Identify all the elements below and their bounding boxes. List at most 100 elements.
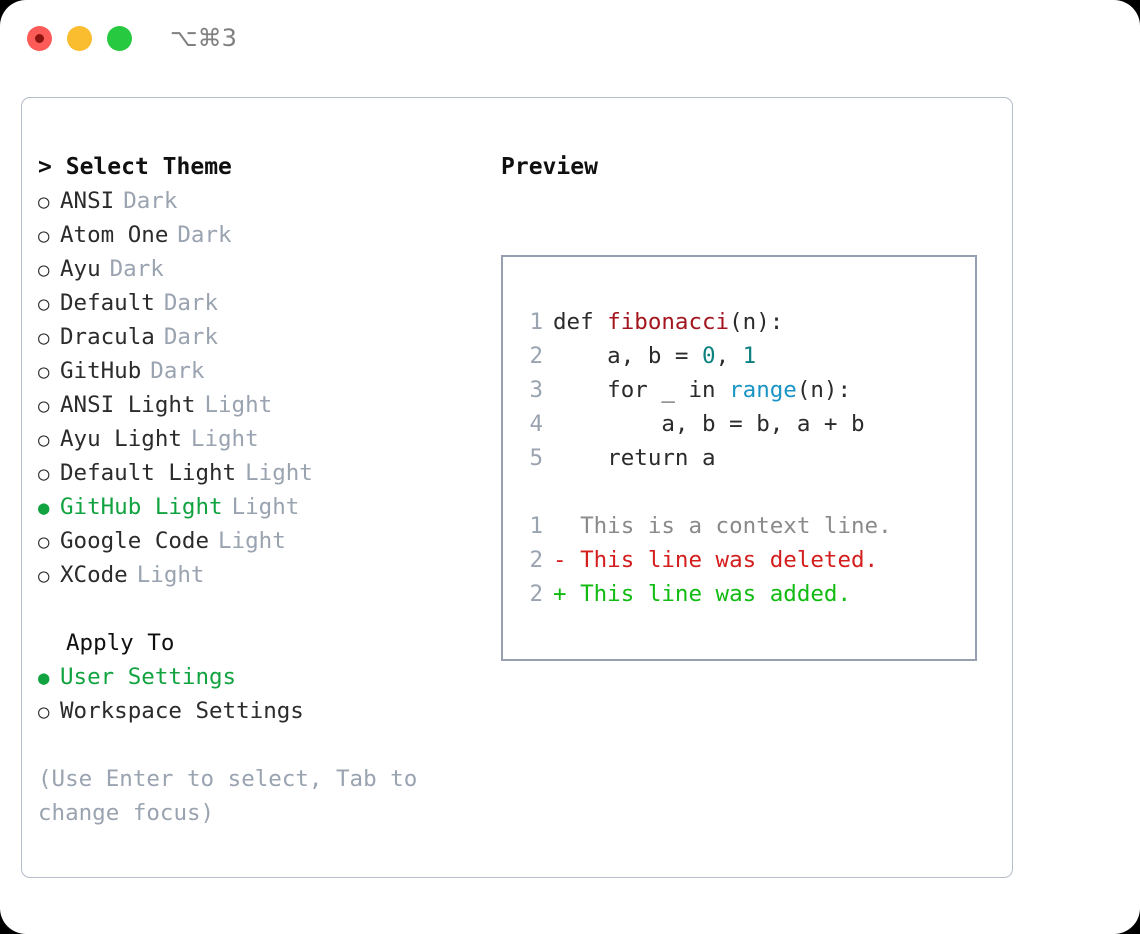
theme-variant-tag: Dark (123, 188, 178, 214)
line-number: 2 (529, 343, 543, 369)
apply-to-title: Apply To (66, 630, 175, 656)
radio-unselected-icon: ○ (38, 361, 50, 383)
theme-list-item[interactable]: ○ ANSI Light Light (38, 388, 478, 422)
theme-list-item[interactable]: ○ Dracula Dark (38, 320, 478, 354)
code-token-num: 1 (742, 343, 757, 369)
preview-title: Preview (501, 154, 598, 180)
theme-variant-tag: Light (136, 562, 205, 588)
theme-variant-tag: Light (190, 426, 259, 452)
close-button[interactable] (27, 26, 52, 51)
code-token-plain: for _ in (553, 377, 730, 403)
theme-name: GitHub (60, 358, 142, 384)
theme-variant-tag: Light (204, 392, 273, 418)
diff-context-text: This is a context line. (553, 513, 892, 539)
select-theme-header: > Select Theme (38, 150, 478, 184)
apply-to-list: ● User Settings ○ Workspace Settings (38, 660, 478, 728)
list-spacer (38, 592, 478, 626)
theme-name: Dracula (60, 324, 155, 350)
diff-line: 2- This line was deleted. (521, 543, 892, 577)
code-token-builtin: range (729, 377, 797, 403)
theme-name: Google Code (60, 528, 210, 554)
diff-line: 1 This is a context line. (521, 509, 892, 543)
theme-name: ANSI Light (60, 392, 196, 418)
window-title-shortcut: ⌥⌘3 (170, 24, 237, 52)
code-diff-separator (521, 475, 892, 509)
theme-name: Default Light (60, 460, 237, 486)
theme-list-item[interactable]: ○ XCode Light (38, 558, 478, 592)
line-number: 2 (529, 581, 543, 607)
theme-list-item[interactable]: ○ Google Code Light (38, 524, 478, 558)
line-number: 4 (529, 411, 543, 437)
theme-name: Ayu (60, 256, 101, 282)
apply-to-header: Apply To (38, 626, 478, 660)
code-token-plain: , (715, 343, 743, 369)
keyboard-hint: (Use Enter to select, Tab to change focu… (38, 766, 418, 826)
apply-to-option-label: Workspace Settings (60, 698, 304, 724)
code-token-plain: def (553, 309, 608, 335)
apply-to-option[interactable]: ● User Settings (38, 660, 478, 694)
code-token-plain: a, b = (553, 343, 703, 369)
radio-unselected-icon: ○ (38, 395, 50, 417)
radio-unselected-icon: ○ (38, 463, 50, 485)
diff-line: 2+ This line was added. (521, 577, 892, 611)
theme-variant-tag: Light (231, 494, 300, 520)
code-line: 2 a, b = 0, 1 (521, 339, 892, 373)
code-line: 3 for _ in range(n): (521, 373, 892, 407)
theme-variant-tag: Dark (163, 324, 219, 350)
code-token-plain: a, b = b, a + b (553, 411, 865, 437)
caret-icon: > (38, 154, 52, 180)
theme-list-item[interactable]: ○ Atom One Dark (38, 218, 478, 252)
radio-unselected-icon: ○ (38, 225, 50, 247)
code-line: 4 a, b = b, a + b (521, 407, 892, 441)
theme-variant-tag: Dark (163, 290, 219, 316)
code-token-plain: (n): (729, 309, 784, 335)
radio-unselected-icon: ○ (38, 259, 50, 281)
theme-name: XCode (60, 562, 128, 588)
theme-list-item[interactable]: ○ Default Dark (38, 286, 478, 320)
radio-unselected-icon: ○ (38, 701, 50, 723)
theme-variant-tag: Light (218, 528, 286, 554)
radio-unselected-icon: ○ (38, 429, 50, 451)
radio-unselected-icon: ○ (38, 293, 50, 315)
theme-name: Default (60, 290, 155, 316)
line-number: 1 (529, 513, 543, 539)
minimize-button[interactable] (67, 26, 92, 51)
theme-variant-tag: Light (245, 460, 313, 486)
theme-name: GitHub Light (60, 494, 223, 520)
close-icon (35, 34, 44, 43)
theme-variant-tag: Dark (109, 256, 164, 282)
theme-list-item[interactable]: ○ Default Light Light (38, 456, 478, 490)
code-token-plain: (n): (796, 377, 852, 403)
theme-variant-tag: Dark (177, 222, 232, 248)
diff-deleted-text: - This line was deleted. (553, 547, 879, 573)
radio-selected-icon: ● (38, 667, 50, 689)
radio-unselected-icon: ○ (38, 565, 50, 587)
line-number: 1 (529, 309, 543, 335)
select-theme-title: Select Theme (65, 154, 232, 180)
theme-list-item[interactable]: ● GitHub Light Light (38, 490, 478, 524)
radio-selected-icon: ● (38, 497, 50, 519)
theme-list-item[interactable]: ○ Ayu Dark (38, 252, 478, 286)
code-line: 5 return a (521, 441, 892, 475)
apply-to-option[interactable]: ○ Workspace Settings (38, 694, 478, 728)
zoom-button[interactable] (107, 26, 132, 51)
theme-list-item[interactable]: ○ GitHub Dark (38, 354, 478, 388)
apply-to-option-label: User Settings (60, 664, 237, 690)
theme-list-item[interactable]: ○ Ayu Light Light (38, 422, 478, 456)
theme-name: Atom One (60, 222, 169, 248)
radio-unselected-icon: ○ (38, 327, 50, 349)
line-number: 3 (529, 377, 543, 403)
theme-name: Ayu Light (60, 426, 182, 452)
radio-unselected-icon: ○ (38, 531, 50, 553)
theme-variant-tag: Dark (150, 358, 205, 384)
code-token-plain: return a (553, 445, 716, 471)
